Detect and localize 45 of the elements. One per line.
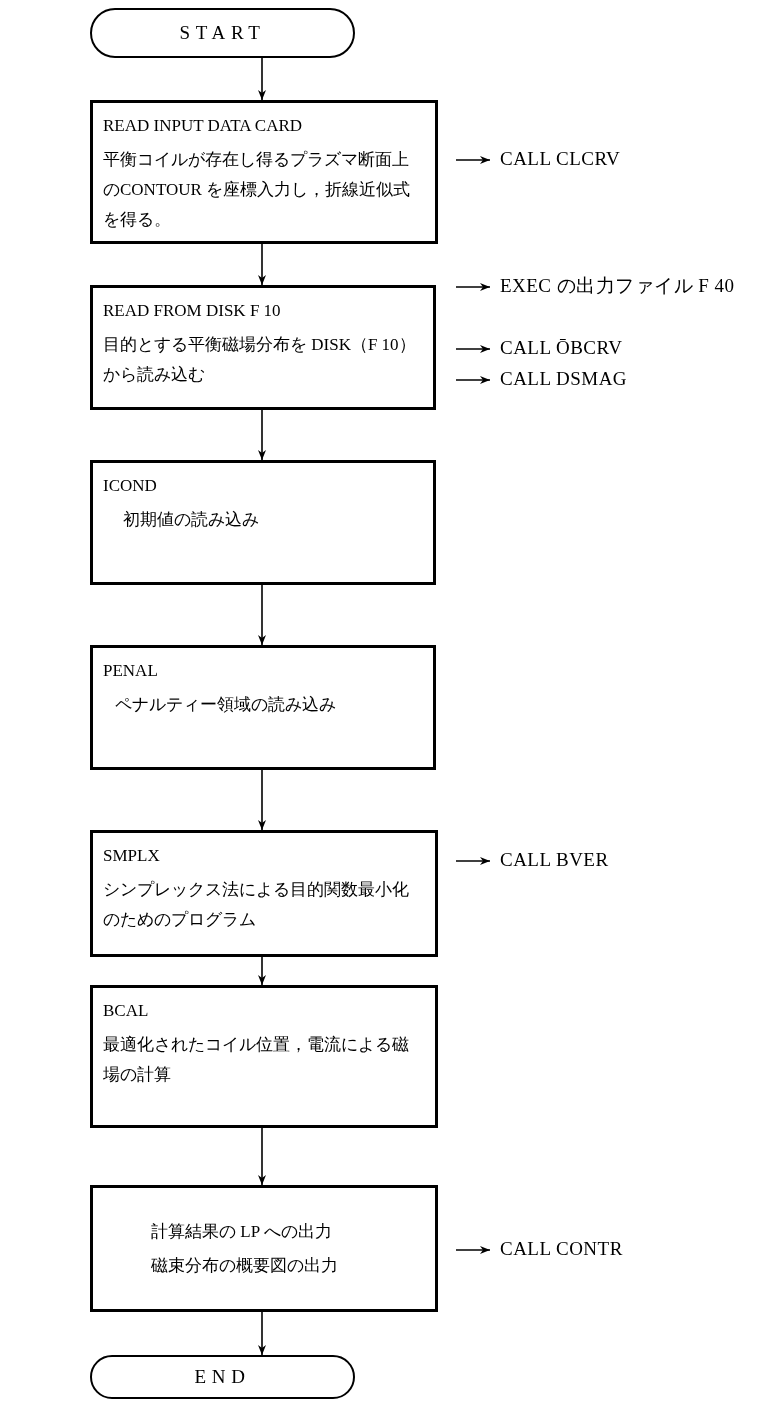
arrow xyxy=(258,1127,266,1186)
arrow xyxy=(258,769,266,831)
call-label: CALL DSMAG xyxy=(500,367,700,393)
arrow xyxy=(258,584,266,646)
arrow xyxy=(258,1311,266,1356)
call-label: CALL BVER xyxy=(500,848,700,874)
process-box xyxy=(90,830,438,957)
process-box xyxy=(90,460,436,585)
call-label: CALL ŌBCRV xyxy=(500,336,700,362)
terminal-label: END xyxy=(194,1364,251,1389)
process-box xyxy=(90,285,436,410)
arrow xyxy=(455,1246,491,1254)
description-text: シンプレックス法による目的関数最小化のためのプログラム xyxy=(103,879,410,931)
call-label: EXEC の出力ファイル F 40 xyxy=(500,274,760,328)
module-name: READ INPUT DATA CARD xyxy=(103,115,304,137)
arrow xyxy=(455,345,491,353)
terminal-shape xyxy=(90,1355,355,1399)
arrow xyxy=(455,376,491,384)
call-label: CALL CONTR xyxy=(500,1237,700,1263)
module-name: SMPLX xyxy=(103,845,161,867)
description-text: 目的とする平衡磁場分布を DISK（F 10）から読み込む xyxy=(103,334,417,386)
arrow xyxy=(258,956,266,986)
description-text: 初期値の読み込み xyxy=(122,509,260,531)
arrow xyxy=(258,243,266,286)
module-name: BCAL xyxy=(103,1000,150,1022)
module-name: ICOND xyxy=(103,475,158,497)
process-box xyxy=(90,100,438,244)
description-text: 磁束分布の概要図の出力 xyxy=(150,1254,339,1277)
module-name: PENAL xyxy=(103,660,159,682)
process-box xyxy=(90,1185,438,1312)
arrow xyxy=(258,409,266,461)
call-label: CALL CLCRV xyxy=(500,147,700,173)
description-text: 計算結果の LP への出力 xyxy=(150,1220,333,1243)
process-box xyxy=(90,985,438,1128)
terminal-label: START xyxy=(179,20,266,45)
description-text: ペナルティー領域の読み込み xyxy=(114,694,337,716)
arrow xyxy=(455,857,491,865)
description-text: 最適化されたコイル位置，電流による磁場の計算 xyxy=(103,1034,410,1086)
arrow xyxy=(455,156,491,164)
process-box xyxy=(90,645,436,770)
module-name: READ FROM DISK F 10 xyxy=(103,300,282,322)
terminal-shape xyxy=(90,8,355,58)
arrow xyxy=(258,57,266,101)
description-text: 平衡コイルが存在し得るプラズマ断面上のCONTOUR を座標入力し，折線近似式を得る。 xyxy=(103,149,412,231)
arrow xyxy=(455,283,491,291)
